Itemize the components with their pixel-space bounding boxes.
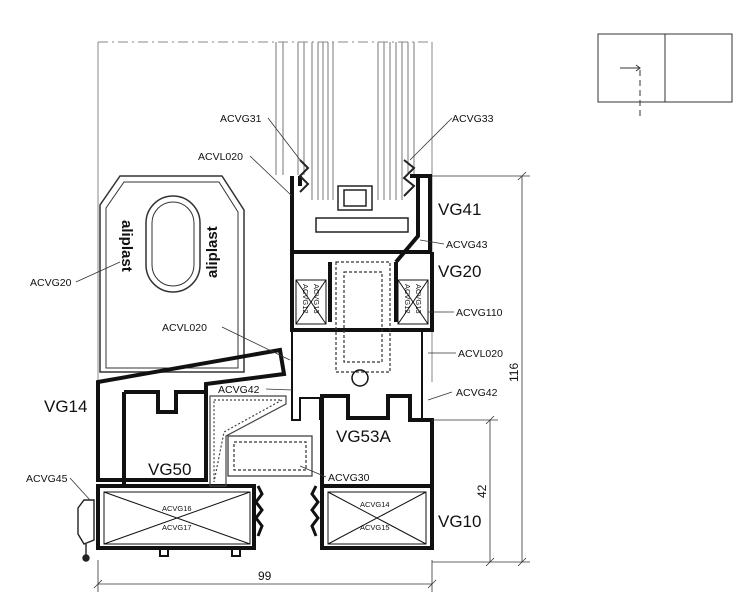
callout-acvg30: ACVG30 xyxy=(328,472,370,484)
insert-label-acvg12-left: ACVG12 xyxy=(301,284,310,314)
callout-acvg42-right: ACVG42 xyxy=(456,387,498,399)
callout-acvg31: ACVG31 xyxy=(220,113,262,125)
dimension-lower-height: 42 xyxy=(475,484,489,498)
profile-vg20 xyxy=(290,252,434,332)
profile-label-vg50: VG50 xyxy=(148,460,191,479)
insert-label-acvg16: ACVG16 xyxy=(162,504,192,513)
callout-acvg42-left: ACVG42 xyxy=(218,384,260,396)
profile-label-vg53a: VG53A xyxy=(336,427,391,446)
profile-vg10 xyxy=(320,484,434,550)
profile-vg50 xyxy=(96,390,256,550)
callout-acvg43: ACVG43 xyxy=(446,239,488,251)
glazing-lines xyxy=(275,42,415,200)
dimension-width: 99 xyxy=(258,569,272,583)
profile-vg41 xyxy=(290,174,432,264)
insert-left xyxy=(295,279,327,325)
brand-label-left: aliplast xyxy=(118,220,135,272)
insert-label-acvg13-right: ACVG13 xyxy=(414,284,423,314)
callout-acvg110: ACVG110 xyxy=(456,307,503,319)
insulation-block xyxy=(209,395,287,487)
thermal-break-core xyxy=(335,261,391,373)
leader-lines xyxy=(69,117,456,501)
opening-symbol xyxy=(597,33,733,120)
profile-label-vg20: VG20 xyxy=(438,262,481,281)
insert-acvg14-15 xyxy=(327,491,427,545)
callout-acvg45: ACVG45 xyxy=(26,473,68,485)
dimension-lines xyxy=(93,171,530,592)
thermal-strip xyxy=(227,435,313,477)
callout-acvl020-right: ACVL020 xyxy=(458,348,503,360)
insert-right xyxy=(397,279,429,325)
callout-acvg33: ACVG33 xyxy=(452,113,494,125)
callout-acvl020-top: ACVL020 xyxy=(198,151,243,163)
gasket-acvg33 xyxy=(402,159,416,197)
profile-vg14 xyxy=(96,347,287,482)
insert-label-acvg12-right: ACVG12 xyxy=(403,284,412,314)
insert-acvg16-17 xyxy=(103,491,251,545)
insert-label-acvg15: ACVG15 xyxy=(360,523,390,532)
profile-label-vg41: VG41 xyxy=(438,200,481,219)
middle-connector xyxy=(291,330,423,421)
foot-detail xyxy=(159,548,241,557)
dimension-total-height: 116 xyxy=(507,363,521,382)
callout-acvl020-left: ACVL020 xyxy=(162,322,207,334)
profile-label-vg14: VG14 xyxy=(44,397,87,416)
insert-label-acvg17: ACVG17 xyxy=(162,523,192,532)
clip-acvg45 xyxy=(77,499,95,562)
callout-acvg20: ACVG20 xyxy=(30,277,72,289)
insert-label-acvg13-left: ACVG13 xyxy=(312,284,321,314)
glazing-bead xyxy=(315,185,409,233)
gasket-acvg31 xyxy=(298,159,310,193)
profile-label-vg10: VG10 xyxy=(438,512,481,531)
lower-connector xyxy=(254,485,320,537)
handle-plate xyxy=(99,175,245,373)
insert-label-acvg14: ACVG14 xyxy=(360,500,390,509)
brand-label-right: aliplast xyxy=(204,226,221,278)
